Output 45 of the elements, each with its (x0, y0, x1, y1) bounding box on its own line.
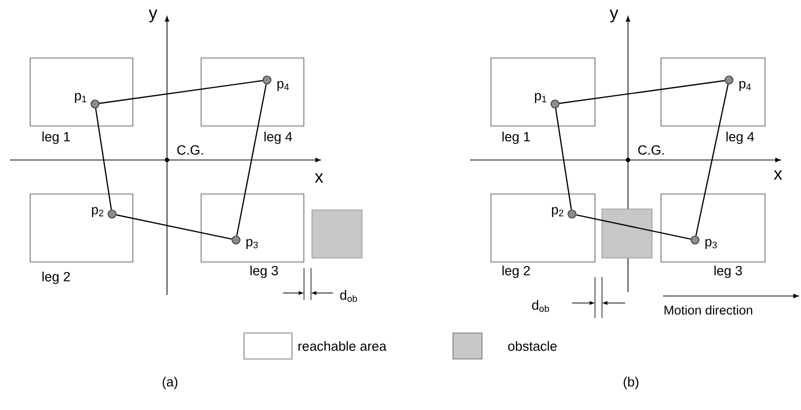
text-label: y (610, 10, 618, 22)
foot-point: p$_{1}$ (534, 93, 560, 108)
polygon-edge (236, 84, 267, 236)
node-label: leg 4 (726, 132, 754, 144)
node-label: p$_{3}$ (246, 239, 258, 249)
foot-point: p$_{1}$ (75, 93, 100, 108)
node-label: p$_{2}$ (92, 207, 104, 217)
node-label: p$_{4}$ (739, 81, 751, 91)
foot-point: p$_{2}$ (92, 207, 116, 218)
node-label: leg 3 (250, 266, 278, 278)
polygon-edge (576, 214, 691, 240)
text-label: d$_{ob}$ (340, 290, 357, 302)
foot-point: p$_{4}$ (724, 76, 751, 91)
foot-point: p$_{2}$ (552, 207, 576, 218)
polygon-edge (695, 84, 729, 236)
foot-point: p$_{4}$ (262, 76, 289, 91)
foot-point: p$_{3}$ (232, 236, 258, 249)
text-label: y (148, 10, 158, 22)
node-label: leg 3 (714, 266, 742, 278)
polygon-edge (555, 108, 572, 210)
foot-point: p$_{3}$ (690, 236, 717, 249)
text-label: x (774, 170, 782, 180)
text-label: C.G. (177, 145, 203, 155)
node-label: leg 2 (42, 272, 70, 284)
legend-label: reachable area (298, 341, 387, 351)
node-label: leg 1 (502, 132, 530, 144)
polygon-edge (559, 80, 725, 104)
text-label: (b) (624, 376, 638, 390)
node-label: leg 2 (502, 266, 530, 278)
node-label: p$_{1}$ (74, 93, 86, 103)
polygon-edge (116, 214, 232, 240)
node-label: leg 4 (264, 132, 292, 144)
polygon-edge (95, 108, 112, 210)
text-label: C.G. (638, 145, 664, 155)
node-label: p$_{2}$ (552, 207, 564, 217)
text-label: d$_{ob}$ (532, 300, 549, 312)
node-label: p$_{3}$ (705, 239, 717, 249)
text-label: (a) (162, 376, 178, 390)
polygon-edge (99, 80, 263, 104)
text-label: x (314, 173, 324, 183)
node-label: leg 1 (42, 132, 70, 144)
node-label: p$_{1}$ (534, 93, 546, 103)
legend-label: obstacle (508, 341, 557, 351)
text-label: Motion direction (664, 305, 752, 315)
node-label: p$_{4}$ (277, 81, 289, 91)
